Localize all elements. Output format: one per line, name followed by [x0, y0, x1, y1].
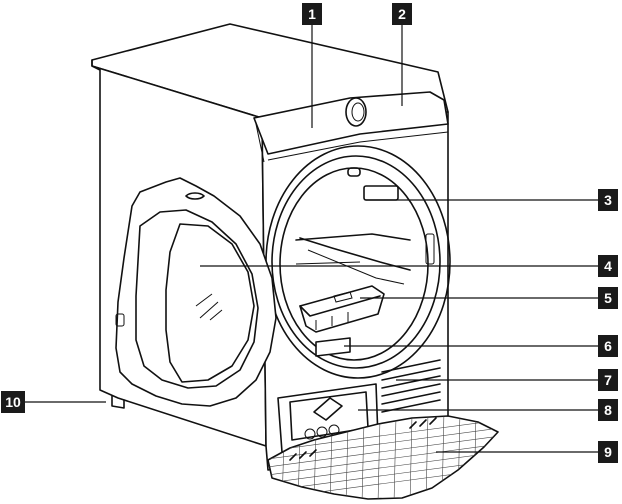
callout-label-7: 7	[604, 372, 612, 388]
callout-label-3: 3	[604, 192, 612, 208]
callout-badge-10: 10	[1, 391, 25, 413]
callout-label-6: 6	[604, 338, 612, 354]
callout-badge-7: 7	[598, 369, 618, 391]
callout-label-10: 10	[5, 394, 21, 410]
callout-badge-8: 8	[598, 399, 618, 421]
callout-badge-1: 1	[302, 3, 322, 25]
callout-badge-9: 9	[598, 441, 618, 463]
callout-label-9: 9	[604, 444, 612, 460]
callout-badge-4: 4	[598, 255, 618, 277]
callout-badge-3: 3	[598, 189, 618, 211]
callout-label-8: 8	[604, 402, 612, 418]
callout-label-4: 4	[604, 258, 612, 274]
filter-flap[interactable]	[316, 338, 350, 356]
callout-badge-6: 6	[598, 335, 618, 357]
callout-label-2: 2	[398, 6, 406, 22]
program-knob[interactable]	[346, 98, 366, 126]
callout-label-1: 1	[308, 6, 316, 22]
callout-badge-2: 2	[392, 3, 412, 25]
callout-label-5: 5	[604, 290, 612, 306]
callout-badge-5: 5	[598, 287, 618, 309]
